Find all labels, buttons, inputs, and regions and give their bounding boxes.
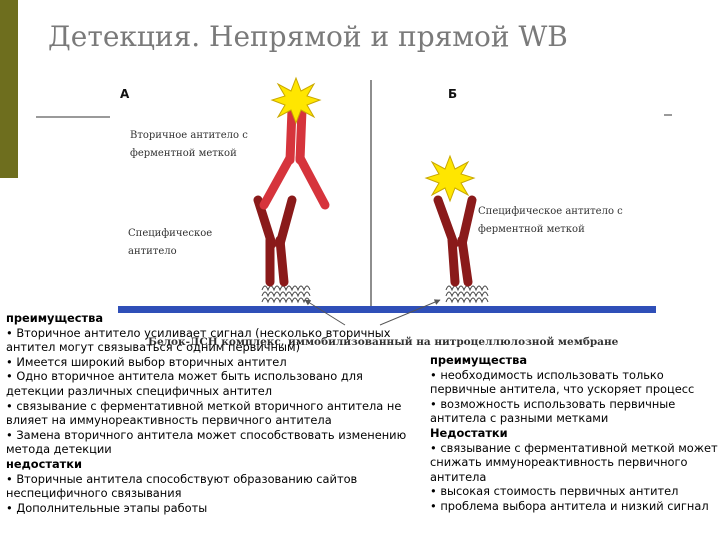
disadvantages-heading: Недостатки: [430, 425, 508, 440]
sidebar-accent-bar: [0, 0, 18, 178]
disadvantages-heading: недостатки: [6, 456, 82, 471]
advantage-item: • связывание с ферментативной меткой вто…: [6, 398, 402, 428]
advantage-item: • Вторичное антитело усиливает сигнал (н…: [6, 325, 391, 355]
secondary-antibody-label-line1: Вторичное антитело с: [130, 130, 248, 141]
direct-wb-notes: преимущества • необходимость использоват…: [430, 353, 720, 514]
protein-coil-b: [445, 285, 489, 304]
specific-antibody-label-a-line2: антитело: [128, 246, 177, 257]
secondary-antibody-a: [259, 105, 330, 210]
advantage-item: • Имеется широкий выбор вторичных антите…: [6, 354, 287, 369]
primary-antibody-a: [253, 195, 297, 287]
disadvantage-item: • проблема выбора антитела и низкий сигн…: [430, 498, 709, 513]
arrow-to-protein-a: [304, 299, 346, 326]
decorative-dash: [664, 114, 672, 116]
specific-antibody-label-b-line1: Специфическое антитело с: [478, 206, 623, 217]
enzyme-star-a: [270, 76, 322, 125]
protein-coil-a: [261, 285, 311, 304]
panel-b-label: Б: [448, 87, 457, 101]
panel-a-label: А: [120, 87, 130, 101]
advantages-heading: преимущества: [430, 353, 528, 367]
disadvantage-item: • высокая стоимость первичных антител: [430, 484, 679, 499]
secondary-antibody-label-line2: ферментной меткой: [130, 148, 237, 159]
indirect-wb-notes: преимущества • Вторичное антитело усилив…: [6, 311, 422, 515]
arrow-to-protein-b: [379, 299, 441, 326]
specific-antibody-label-b-line2: ферментной меткой: [478, 224, 585, 235]
specific-antibody-label-a-line1: Специфическое: [128, 228, 212, 239]
disadvantage-item: • Дополнительные этапы работы: [6, 500, 208, 515]
advantage-item: • необходимость использовать только перв…: [430, 367, 695, 397]
membrane: [118, 306, 656, 313]
advantage-item: • возможность использовать первичные ант…: [430, 396, 676, 426]
slide-title: Детекция. Непрямой и прямой WB: [48, 20, 568, 53]
title-underline: [36, 116, 110, 118]
advantage-item: • Замена вторичного антитела может спосо…: [6, 427, 407, 457]
primary-antibody-b: [433, 195, 477, 287]
disadvantage-item: • Вторичные антитела способствуют образо…: [6, 471, 358, 501]
advantage-item: • Одно вторичное антитела может быть исп…: [6, 369, 363, 398]
advantages-heading: преимущества: [6, 311, 104, 325]
disadvantage-item: • связывание с ферментативной меткой мож…: [430, 440, 718, 484]
membrane-label: Белок-ДСН комплекс, иммобилизованный на …: [148, 336, 619, 348]
enzyme-star-b: [424, 154, 476, 203]
